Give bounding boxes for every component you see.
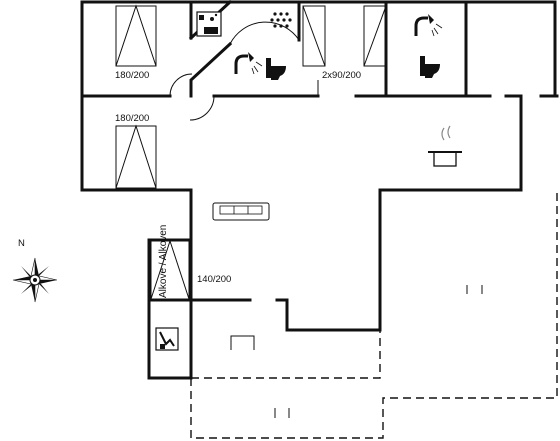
terrace-outline <box>190 190 558 439</box>
shower-icon <box>234 52 263 75</box>
washing-machine-icon <box>196 11 222 37</box>
terrace-markers <box>274 285 483 418</box>
whirlpool-icon <box>270 12 292 28</box>
bed-size-top-mid: 2x90/200 <box>322 70 361 81</box>
bed-alcove <box>150 240 190 300</box>
bed-size-top-left: 180/200 <box>115 70 149 81</box>
bed-top-left <box>115 4 157 67</box>
cooking-pot-icon <box>428 125 462 167</box>
bed-top-mid-1 <box>302 5 326 67</box>
compass-rose-icon: N <box>12 238 58 303</box>
bed-top-mid-2 <box>363 5 387 67</box>
bed-mid-left <box>115 124 157 189</box>
door-swings <box>169 21 319 121</box>
bed-size-mid-left: 180/200 <box>115 113 149 124</box>
bed-size-alcove: 140/200 <box>197 274 231 285</box>
shower-icon <box>414 14 443 37</box>
compass-north-label: N <box>18 238 25 249</box>
table-icon <box>230 335 255 350</box>
alcove-label: Alkove / Alkoven <box>158 225 169 298</box>
toilet-icon <box>420 56 440 78</box>
toilet-icon <box>266 58 286 80</box>
sofa-icon <box>212 202 270 221</box>
wood-stove-icon <box>155 327 179 351</box>
